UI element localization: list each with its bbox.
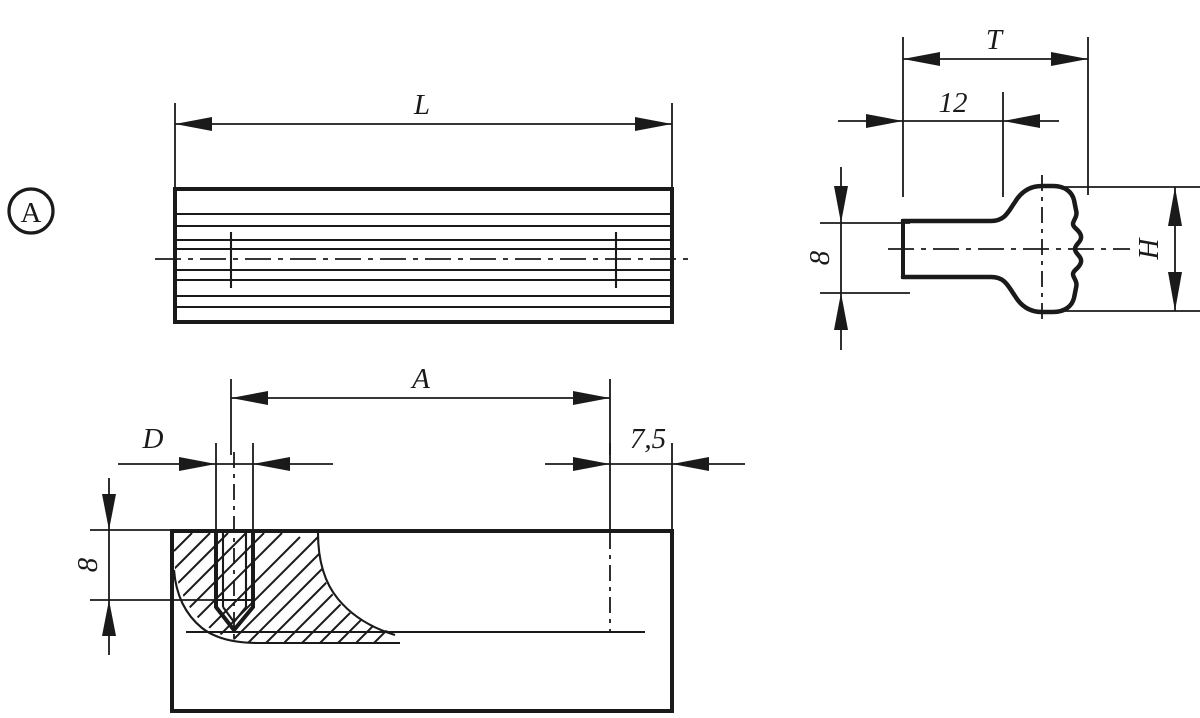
arrowhead-8-bottom: [834, 293, 848, 330]
dim-label-l: L: [413, 89, 430, 121]
section-marker-circle: [7, 187, 55, 235]
arrowhead-h-bottom: [1168, 272, 1182, 311]
arrowhead-12-left: [866, 114, 903, 128]
arrowhead-8-top: [834, 186, 848, 223]
arrowhead-8bl-bottom: [102, 600, 116, 636]
arrowhead-12-right: [1003, 114, 1040, 128]
dim-label-12: 12: [939, 87, 968, 119]
arrowhead-75-left: [573, 457, 610, 471]
section-marker-label: A: [21, 197, 42, 229]
hole-drill-point-cone: [214, 598, 255, 634]
arrowhead-a-left: [231, 391, 268, 405]
dim-label-a: A: [410, 363, 430, 395]
drill-point-inner-left: [222, 606, 235, 623]
arrowhead-h-top: [1168, 187, 1182, 226]
view-side-view-t-handle: T 12 8 H: [804, 24, 1200, 350]
dim-label-t: T: [986, 24, 1004, 56]
section-boundary-curve-right: [316, 532, 396, 637]
dim-label-75: 7,5: [630, 423, 666, 455]
arrowhead-d-right: [253, 457, 290, 471]
section-marker-a: A: [7, 187, 55, 235]
drill-point-inner-right: [233, 606, 247, 623]
arrowhead-75-right: [672, 457, 709, 471]
view-section-view-tapped-hole: A D 7,5 8: [72, 363, 745, 713]
section-boundary-curve-lower: [172, 569, 400, 645]
arrowhead-8bl-top: [102, 494, 116, 530]
arrowhead-d-left: [179, 457, 216, 471]
dim-label-8-right-view: 8: [804, 250, 836, 265]
arrowhead-l-right: [635, 117, 672, 131]
arrowhead-t-right: [1051, 52, 1088, 66]
body-outline-rect: [173, 187, 674, 324]
section-body-outline-rect: [170, 529, 674, 713]
dim-label-h: H: [1133, 236, 1165, 260]
arrowhead-a-right: [573, 391, 610, 405]
dim-label-8-bottom-view: 8: [72, 557, 104, 572]
arrowhead-l-left: [175, 117, 212, 131]
section-hatching: [174, 533, 389, 643]
view-top-view-knurled-body: L: [155, 89, 693, 324]
dim-label-d: D: [142, 423, 164, 455]
arrowhead-t-left: [903, 52, 940, 66]
